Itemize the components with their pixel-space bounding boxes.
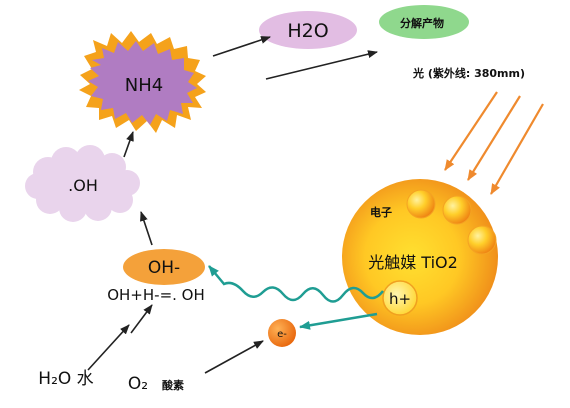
reduction-arrow — [299, 312, 378, 330]
h2o-product-bubble — [259, 11, 357, 49]
free-electron-label: e- — [277, 329, 287, 340]
hydroxide-ion-bubble — [123, 249, 205, 285]
electron-ball-2 — [442, 195, 472, 225]
reaction-equation: OH+H-=. OH — [107, 286, 205, 304]
water-label: H₂O 水 — [38, 369, 93, 389]
electron-group-label: 电子 — [370, 205, 392, 219]
photocatalyst-label: 光触媒 TiO2 — [368, 253, 458, 272]
decomposition-product-bubble — [379, 5, 469, 39]
hydroxyl-radical-label: .OH — [68, 176, 98, 195]
hydroxide-ion-label: OH- — [148, 258, 180, 278]
flow-arrows — [87, 36, 378, 374]
decomposition-product-label: 分解产物 — [400, 16, 444, 30]
hole-ball — [382, 280, 418, 316]
nh4-starburst — [79, 31, 206, 133]
oxidation-wave-arrow — [208, 265, 384, 303]
oxygen-formula: O₂ — [128, 374, 148, 394]
oxygen-name: 酸素 — [162, 378, 184, 392]
uv-light-rays — [444, 91, 544, 195]
h2o-product-label: H2O — [287, 20, 328, 42]
electron-ball-3 — [467, 225, 497, 255]
electron-ball-1 — [406, 189, 436, 219]
free-electron — [268, 319, 296, 347]
hole-label: h+ — [389, 290, 411, 308]
nh4-label: NH4 — [125, 75, 163, 96]
hydroxyl-cloud — [25, 145, 140, 222]
light-label: 光 (紫外线: 380mm) — [412, 66, 525, 80]
